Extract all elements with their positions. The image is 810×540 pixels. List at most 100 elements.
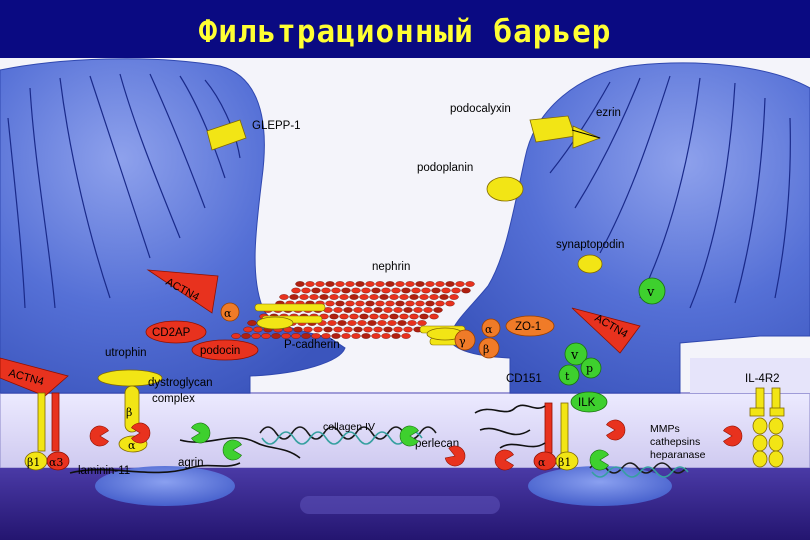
nephrin-molecule bbox=[247, 320, 257, 326]
integrin-alpha3-left-head bbox=[46, 451, 70, 471]
dystroglycan-beta bbox=[124, 385, 140, 433]
nephrin-molecule bbox=[309, 294, 319, 300]
nephrin-molecule bbox=[433, 307, 443, 313]
proteases bbox=[89, 419, 743, 471]
nephrin-molecule bbox=[417, 320, 427, 326]
nephrin-molecule bbox=[385, 281, 395, 287]
nephrin-molecule bbox=[359, 294, 369, 300]
nephrin-molecule bbox=[405, 300, 415, 307]
nephrin-molecule bbox=[339, 313, 349, 320]
protease-pacman bbox=[89, 425, 109, 447]
p-green bbox=[580, 357, 602, 379]
filtration-barrier-diagram: GLEPP-1 podocalyxin ezrin podoplanin syn… bbox=[0, 58, 810, 540]
ilk-label: ILK bbox=[578, 397, 596, 409]
integrin-alpha3-right bbox=[544, 402, 553, 454]
laminin-label: laminin-11 bbox=[78, 465, 130, 477]
nephrin-molecule bbox=[449, 294, 459, 300]
nephrin-molecule bbox=[431, 287, 441, 294]
protease-pacman bbox=[399, 425, 419, 447]
nephrin-molecule bbox=[401, 333, 411, 339]
actn4-right-shape bbox=[571, 307, 641, 354]
podocalyxin-label: podocalyxin bbox=[450, 103, 511, 115]
alpha-catenin-right bbox=[481, 318, 501, 338]
nephrin-molecule bbox=[409, 313, 419, 320]
nephrin-molecule bbox=[343, 326, 353, 333]
dystroglycan-alpha-label: α bbox=[128, 439, 136, 452]
nephrin-molecule bbox=[335, 281, 345, 287]
nephrin-molecule bbox=[465, 281, 475, 287]
nephrin-molecule bbox=[391, 287, 401, 294]
nephrin-molecule bbox=[349, 313, 359, 320]
il4r2-label: IL-4R2 bbox=[745, 373, 780, 385]
nephrin-molecule bbox=[429, 294, 439, 300]
nephrin-molecule bbox=[445, 300, 455, 307]
synaptopodin-shape bbox=[577, 254, 603, 274]
nephrin-molecule bbox=[403, 307, 413, 313]
nephrin-molecule bbox=[435, 281, 445, 287]
nephrin-molecule bbox=[393, 307, 403, 313]
protease-pacman bbox=[606, 419, 626, 441]
nephrin-molecule bbox=[367, 320, 377, 326]
nephrin-molecule bbox=[365, 281, 375, 287]
nephrin-molecule bbox=[291, 287, 301, 294]
slide-title: Фильтрационный барьер bbox=[198, 14, 612, 50]
nephrin-molecule bbox=[241, 333, 251, 339]
nephrin-molecule bbox=[337, 320, 347, 326]
alpha-catenin-right-label: α bbox=[485, 323, 493, 336]
nephrin-molecule bbox=[327, 320, 337, 326]
nephrin-molecule bbox=[303, 326, 313, 333]
nephrin-molecule bbox=[395, 300, 405, 307]
integrin-beta1-left bbox=[37, 392, 46, 452]
nephrin-molecule bbox=[305, 281, 315, 287]
nephrin-molecule bbox=[403, 326, 413, 333]
nephrin-molecule bbox=[385, 300, 395, 307]
nephrin-molecule bbox=[429, 313, 439, 320]
nephrin-molecule bbox=[353, 326, 363, 333]
ezrin-shape bbox=[572, 125, 602, 149]
nephrin-molecule bbox=[321, 333, 331, 339]
dystroglycan-label-line1: dystroglycan bbox=[148, 377, 213, 389]
nephrin-molecule bbox=[333, 307, 343, 313]
nephrin-molecule bbox=[423, 307, 433, 313]
glepp1-label: GLEPP-1 bbox=[252, 120, 301, 132]
nephrin-molecule bbox=[299, 294, 309, 300]
nephrin-molecule bbox=[439, 294, 449, 300]
podocin-shape bbox=[191, 339, 259, 361]
nephrin-molecule bbox=[369, 294, 379, 300]
v-green-top bbox=[638, 277, 666, 305]
p-green-label: p bbox=[586, 362, 593, 375]
nephrin-molecule bbox=[347, 320, 357, 326]
nephrin-molecule bbox=[271, 333, 281, 339]
nephrin-molecule bbox=[455, 281, 465, 287]
nephrin-molecule bbox=[311, 333, 321, 339]
beta1-left-label: β1 bbox=[27, 456, 40, 469]
actin-filaments-right bbox=[549, 75, 791, 309]
protease-pacman bbox=[444, 445, 466, 467]
agrin-label: agrin bbox=[178, 457, 204, 469]
nephrin-molecule bbox=[341, 333, 351, 339]
nephrin-molecule bbox=[355, 281, 365, 287]
gamma-catenin bbox=[454, 329, 476, 351]
utrophin-label: utrophin bbox=[105, 347, 147, 359]
integrin-beta1-right bbox=[560, 402, 569, 454]
nephrin-molecule bbox=[383, 326, 393, 333]
nephrin-label: nephrin bbox=[372, 261, 410, 273]
v-green-top-label: v bbox=[646, 285, 655, 300]
glepp1-shape bbox=[206, 119, 247, 151]
integrin-beta1-right-head bbox=[555, 451, 579, 471]
nephrin-molecule bbox=[381, 333, 391, 339]
nephrin-molecule bbox=[369, 313, 379, 320]
nephrin-molecule bbox=[349, 294, 359, 300]
nephrin-anchor bbox=[254, 303, 326, 312]
right-gap bbox=[690, 358, 810, 393]
collagen-iv-label: collagen IV bbox=[323, 421, 375, 433]
nephrin-molecule bbox=[405, 281, 415, 287]
nephrin-molecule bbox=[415, 300, 425, 307]
nephrin-molecule bbox=[375, 300, 385, 307]
nephrin-molecule bbox=[361, 287, 371, 294]
nephrin-molecule bbox=[435, 300, 445, 307]
alpha3-left-label: α3 bbox=[49, 456, 63, 469]
nephrin-molecule bbox=[345, 281, 355, 287]
nephrin-molecule bbox=[351, 333, 361, 339]
nephrin-molecule bbox=[253, 326, 263, 333]
